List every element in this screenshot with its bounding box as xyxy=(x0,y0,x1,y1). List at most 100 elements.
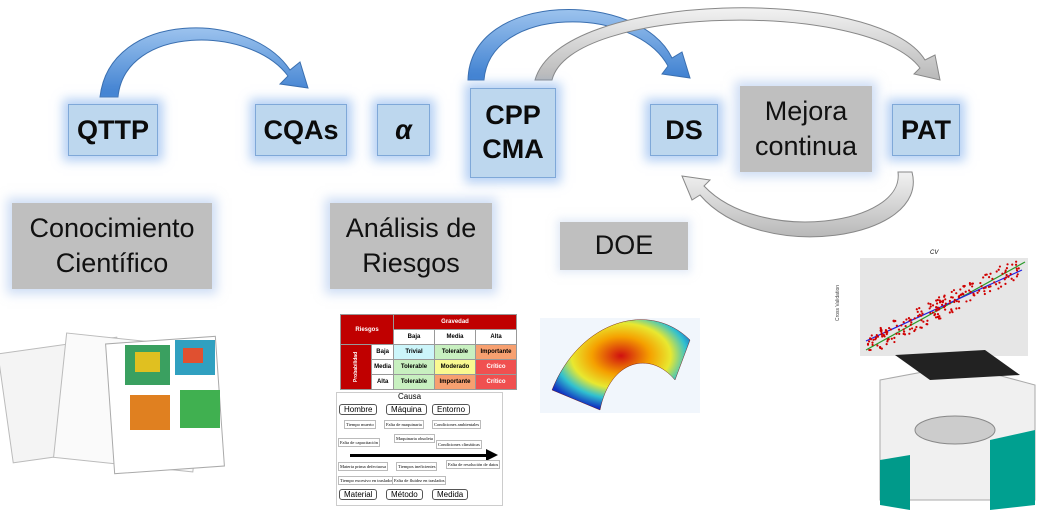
scatter-point xyxy=(958,307,961,310)
node-text: Científico xyxy=(55,248,169,278)
scatter-point xyxy=(920,314,923,317)
scatter-point xyxy=(964,290,967,293)
scatter-point xyxy=(984,286,987,289)
scatter-point xyxy=(962,285,965,288)
scatter-point xyxy=(1009,272,1012,276)
scatter-point xyxy=(943,304,947,308)
scatter-point xyxy=(979,281,982,285)
node-alpha: α xyxy=(377,104,430,156)
scatter-point xyxy=(1014,263,1018,266)
scatter-point xyxy=(951,311,954,314)
scatter-point xyxy=(953,300,956,304)
scatter-point xyxy=(935,306,938,309)
scatter-point xyxy=(1012,279,1015,282)
scatter-point xyxy=(884,331,887,334)
scatter-point xyxy=(905,318,908,321)
scatter-point xyxy=(880,347,883,350)
scatter-point xyxy=(976,291,979,294)
scatter-point xyxy=(971,285,974,288)
risk-cell: Tolerable xyxy=(393,359,435,375)
scatter-point xyxy=(988,276,991,279)
scatter-point xyxy=(955,307,958,310)
scatter-point xyxy=(955,292,958,295)
scatter-point xyxy=(902,320,905,324)
scatter-point xyxy=(962,293,965,296)
scatter-point xyxy=(913,317,916,320)
scatter-point xyxy=(880,333,883,336)
scatter-point xyxy=(998,265,1002,268)
fishbone-medida: Medida xyxy=(432,489,469,500)
scatter-point xyxy=(885,343,888,346)
fishbone-cause: Falta de capacitación xyxy=(338,438,380,447)
scatter-point xyxy=(876,344,879,347)
scatter-point xyxy=(935,299,938,302)
scatter-point xyxy=(982,276,985,279)
scatter-point xyxy=(920,326,923,329)
risk-cell: Importante xyxy=(434,374,476,390)
scatter-point xyxy=(909,323,912,326)
scatter-point xyxy=(969,290,972,294)
scatter-point xyxy=(1004,271,1007,274)
scatter-point xyxy=(931,304,935,307)
scatter-point xyxy=(871,341,874,344)
scatter-point xyxy=(1015,269,1019,272)
node-cpp-text: CPP xyxy=(485,100,541,131)
scatter-point xyxy=(955,300,958,303)
fishbone-cause: Falta de resolución de datos xyxy=(446,460,501,469)
fishbone-cause: Falta de fluidez en traslados xyxy=(392,476,447,485)
scatter-point xyxy=(969,283,972,286)
arrow-cpp-to-pat xyxy=(534,7,941,81)
scatter-point xyxy=(997,287,1000,290)
doe-surface-plot xyxy=(540,318,700,413)
scatter-point xyxy=(936,315,939,319)
scatter-point xyxy=(929,305,932,308)
risk-row-label: Media xyxy=(371,359,394,375)
scatter-point xyxy=(902,328,905,331)
scatter-point xyxy=(965,300,968,303)
scatter-point xyxy=(1015,275,1019,278)
scatter-point xyxy=(929,303,932,306)
risk-cell: Crítico xyxy=(475,359,517,375)
fishbone-cause: Condiciones climáticas xyxy=(436,440,482,449)
fishbone-material: Material xyxy=(339,489,378,500)
scatter-point xyxy=(895,332,898,335)
scatter-point xyxy=(879,329,882,332)
scatter-point xyxy=(948,302,951,305)
scatter-point xyxy=(872,338,875,341)
scatter-point xyxy=(1015,260,1018,263)
node-qttp: QTTP xyxy=(68,104,158,156)
scatter-point xyxy=(876,335,880,338)
pat-instrument-image xyxy=(879,350,1036,510)
scatter-point xyxy=(998,281,1001,284)
node-text: continua xyxy=(754,131,858,161)
scatter-point xyxy=(948,311,951,314)
scatter-point xyxy=(982,287,985,290)
scatter-point xyxy=(983,290,986,293)
scatter-point xyxy=(957,300,960,303)
scatter-point xyxy=(882,334,886,337)
scatter-point xyxy=(907,316,911,320)
scatter-point xyxy=(927,302,930,305)
scatter-point xyxy=(909,318,912,321)
scatter-point xyxy=(994,283,998,286)
scatter-point xyxy=(950,290,953,294)
scatter-point xyxy=(959,288,962,291)
scatter-ylabel: Cross Validation xyxy=(835,284,842,322)
scatter-point xyxy=(902,330,906,333)
risk-cell: Trivial xyxy=(393,344,435,360)
scatter-point xyxy=(959,293,962,296)
scatter-point xyxy=(893,336,896,340)
scatter-point xyxy=(953,298,956,301)
scatter-point xyxy=(908,328,912,331)
risk-cell: Tolerable xyxy=(434,344,476,360)
risk-cell: Moderado xyxy=(434,359,476,375)
node-cma-text: CMA xyxy=(482,134,544,164)
node-cqas: CQAs xyxy=(255,104,347,156)
scatter-point xyxy=(867,340,871,343)
scatter-point xyxy=(938,315,941,318)
scatter-point xyxy=(925,322,928,326)
